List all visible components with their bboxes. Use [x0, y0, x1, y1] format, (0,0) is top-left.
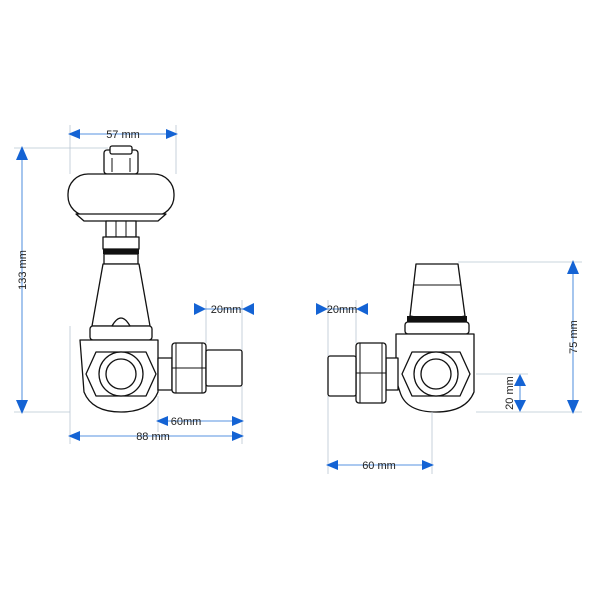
dimension-88mm: 88 mm	[68, 326, 244, 444]
valve-head	[67, 173, 175, 217]
side-tail-pipe	[327, 355, 357, 397]
valve-stem	[105, 220, 137, 238]
dimension-60mm-right: 60 mm	[326, 396, 434, 474]
label-20mm-right: 20mm	[327, 304, 358, 316]
side-head	[409, 263, 466, 320]
label-75mm: 75 mm	[568, 320, 580, 354]
valve-body	[91, 263, 151, 327]
dimension-75mm: 75 mm	[458, 260, 582, 414]
right-valve-drawing	[327, 263, 475, 413]
tail-adapter	[157, 357, 173, 391]
label-20mm-left: 20mm	[211, 304, 242, 316]
dimension-20mm-left: 20mm	[194, 300, 254, 350]
dimension-20mm-vertical: 20 mm	[476, 373, 528, 412]
tail-pipe	[205, 349, 243, 387]
label-60mm-left: 60mm	[171, 416, 202, 428]
dimension-20mm-right: 20mm	[316, 300, 368, 356]
label-88mm: 88 mm	[136, 431, 170, 443]
dimension-57mm: 57 mm	[68, 125, 178, 174]
label-60mm-right: 60 mm	[362, 460, 396, 472]
label-20mm-vertical: 20 mm	[504, 376, 516, 410]
dimension-133mm: 133 mm	[14, 146, 108, 414]
left-valve-drawing	[67, 145, 243, 413]
dimension-60mm-left: 60mm	[156, 386, 244, 444]
label-133mm: 133 mm	[17, 250, 29, 290]
label-57mm: 57 mm	[106, 129, 140, 141]
